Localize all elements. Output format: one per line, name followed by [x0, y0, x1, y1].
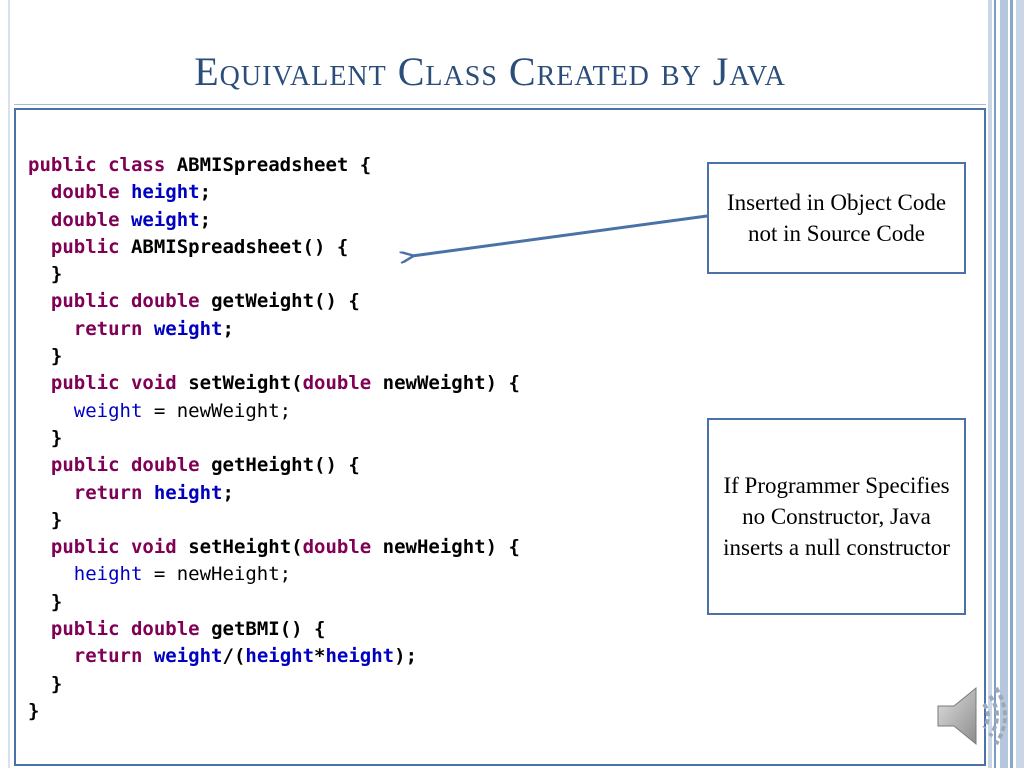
- code-token: public: [28, 154, 97, 176]
- code-token: double: [302, 372, 372, 395]
- code-line: }: [28, 507, 520, 534]
- code-line: weight = newWeight;: [28, 398, 520, 425]
- code-token: setHeight(: [176, 536, 303, 559]
- code-token: }: [50, 263, 63, 286]
- code-line: public double getWeight() {: [28, 288, 520, 315]
- callout-inserted-text: Inserted in Object Code not in Source Co…: [726, 190, 947, 246]
- code-token: [97, 154, 108, 176]
- code-token: [120, 454, 131, 476]
- code-token: newHeight) {: [371, 536, 520, 559]
- code-token: weight: [153, 317, 223, 340]
- code-token: height: [130, 181, 200, 204]
- code-token: public: [50, 235, 120, 258]
- code-token: *: [314, 645, 326, 668]
- callout-inserted-in-object-code: Inserted in Object Code not in Source Co…: [707, 162, 966, 274]
- code-token: setWeight(: [176, 372, 303, 395]
- code-token: weight: [130, 208, 200, 231]
- code-token: void: [130, 372, 177, 395]
- code-token: ;: [222, 317, 234, 340]
- code-token: public: [50, 454, 120, 477]
- code-token: double: [50, 181, 120, 204]
- code-token: weight: [73, 399, 143, 422]
- code-line: double height;: [28, 179, 520, 206]
- title-divider: [14, 104, 986, 105]
- code-token: height: [325, 645, 395, 668]
- callout-null-constructor: If Programmer Specifies no Constructor, …: [707, 418, 966, 615]
- code-line: height = newHeight;: [28, 561, 520, 588]
- code-token: getHeight() {: [199, 454, 360, 477]
- code-line: return height;: [28, 480, 520, 507]
- code-token: double: [130, 618, 200, 641]
- code-token: }: [50, 426, 63, 449]
- code-token: public: [50, 290, 120, 313]
- code-token: return: [73, 481, 143, 504]
- code-token: class: [108, 154, 166, 176]
- code-token: double: [50, 208, 120, 231]
- code-line: public void setHeight(double newHeight) …: [28, 534, 520, 561]
- code-line: }: [28, 425, 520, 452]
- code-token: getBMI() {: [199, 618, 326, 641]
- code-token: getWeight() {: [199, 290, 360, 313]
- code-token: [120, 181, 131, 203]
- code-token: ABMISpreadsheet() {: [119, 235, 349, 258]
- code-line: }: [28, 698, 520, 725]
- code-line: }: [28, 671, 520, 698]
- speaker-icon[interactable]: [932, 680, 1012, 752]
- code-line: public double getBMI() {: [28, 616, 520, 643]
- code-token: [120, 618, 131, 640]
- code-token: [120, 536, 131, 558]
- code-token: [120, 209, 131, 231]
- right-decorative-stripes: [980, 0, 1024, 768]
- code-token: newWeight) {: [371, 372, 520, 395]
- code-token: public: [50, 372, 120, 395]
- code-token: }: [50, 590, 63, 613]
- code-block: public class ABMISpreadsheet { double he…: [28, 152, 520, 725]
- code-token: = newHeight;: [142, 563, 292, 586]
- code-token: ABMISpreadsheet {: [165, 154, 372, 176]
- code-token: [142, 318, 153, 340]
- code-line: public void setWeight(double newWeight) …: [28, 370, 520, 397]
- code-token: public: [50, 618, 120, 641]
- code-line: public class ABMISpreadsheet {: [28, 152, 520, 179]
- code-token: = newWeight;: [142, 399, 292, 422]
- code-token: ;: [199, 181, 212, 204]
- left-decorative-rule: [8, 0, 10, 768]
- code-token: [142, 645, 153, 667]
- code-token: }: [50, 672, 63, 695]
- code-token: return: [73, 645, 143, 668]
- code-line: double weight;: [28, 207, 520, 234]
- slide-title: Equivalent Class Created by Java: [194, 49, 786, 94]
- code-line: return weight;: [28, 316, 520, 343]
- code-line: return weight/(height*height);: [28, 643, 520, 670]
- code-token: double: [302, 536, 372, 559]
- callout-null-constructor-text: If Programmer Specifies no Constructor, …: [723, 473, 950, 560]
- code-token: height: [153, 481, 223, 504]
- code-token: }: [50, 508, 63, 531]
- code-token: ;: [222, 481, 234, 504]
- code-token: [120, 290, 131, 312]
- code-token: return: [73, 317, 143, 340]
- code-line: public double getHeight() {: [28, 452, 520, 479]
- code-token: [120, 372, 131, 394]
- code-token: weight: [153, 645, 223, 668]
- code-token: [142, 482, 153, 504]
- code-line: public ABMISpreadsheet() {: [28, 234, 520, 261]
- code-token: void: [130, 536, 177, 559]
- code-token: public: [50, 536, 120, 559]
- code-token: );: [394, 645, 418, 668]
- code-token: double: [130, 454, 200, 477]
- code-token: height: [245, 645, 315, 668]
- code-token: }: [28, 699, 40, 722]
- code-line: }: [28, 261, 520, 288]
- code-token: height: [73, 563, 143, 586]
- code-token: /(: [222, 645, 246, 668]
- code-token: ;: [199, 208, 212, 231]
- code-token: }: [50, 345, 63, 368]
- code-token: double: [130, 290, 200, 313]
- code-line: }: [28, 589, 520, 616]
- code-line: }: [28, 343, 520, 370]
